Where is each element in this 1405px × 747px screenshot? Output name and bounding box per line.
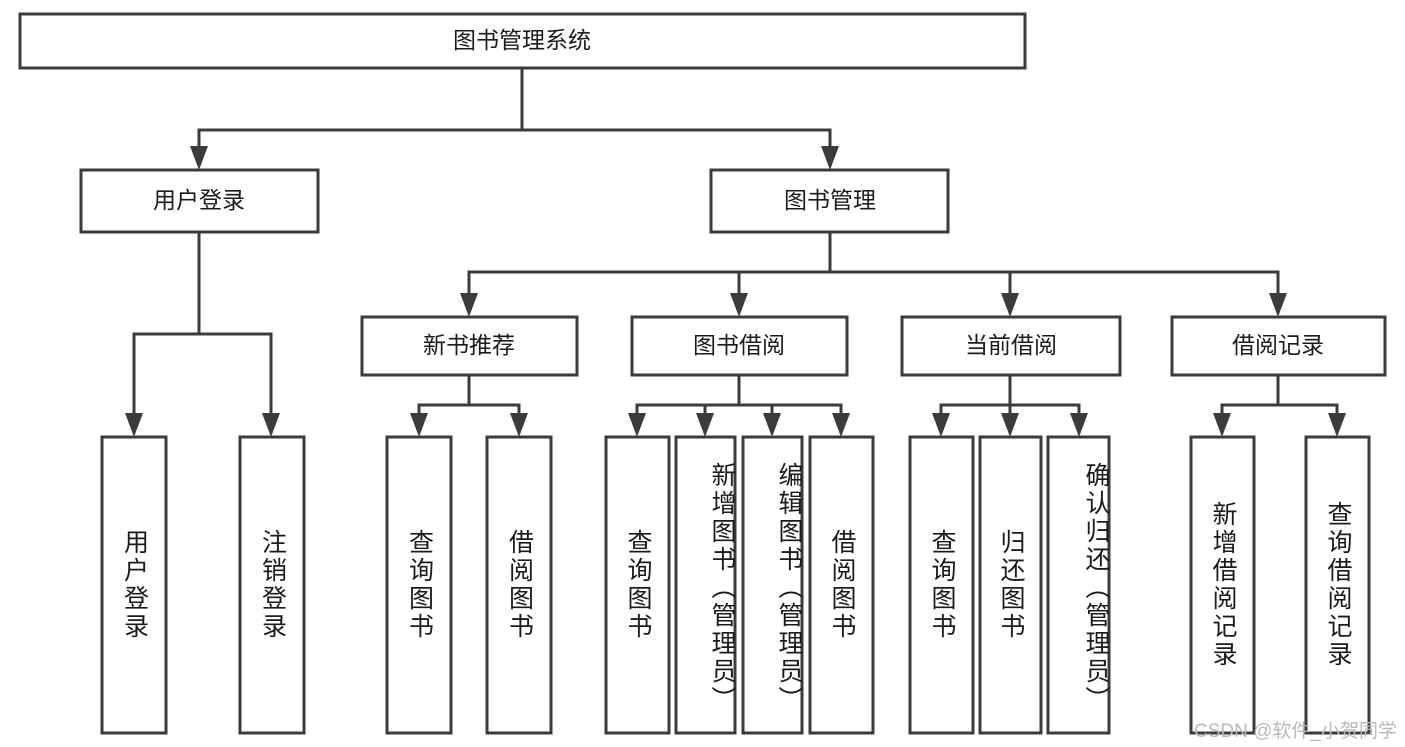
leaf-node-user-login[interactable] bbox=[100, 435, 168, 735]
leaf-node-add-borrow-record[interactable] bbox=[1189, 435, 1256, 735]
leaf-node-borrow-book-2[interactable] bbox=[808, 435, 875, 735]
connector-newbook-to-leaves bbox=[410, 373, 528, 437]
node-current-borrow-label: 当前借阅 bbox=[965, 332, 1057, 358]
leaf-node-confirm-return-admin[interactable] bbox=[1046, 435, 1111, 735]
connector-borrowrecord-to-leaves bbox=[1213, 373, 1346, 437]
connector-currentborrow-to-leaves bbox=[932, 373, 1088, 437]
leaf-node-borrow-book-1[interactable] bbox=[485, 435, 553, 735]
connector-booksmgmt-to-level3 bbox=[460, 230, 1287, 317]
leaf-node-query-book-1[interactable] bbox=[385, 435, 453, 735]
node-book-management[interactable]: 图书管理 bbox=[709, 168, 950, 234]
node-new-book-recommend[interactable]: 新书推荐 bbox=[360, 315, 579, 377]
leaf-node-query-borrow-record[interactable] bbox=[1304, 435, 1371, 735]
node-root[interactable]: 图书管理系统 bbox=[18, 12, 1027, 70]
leaf-node-edit-book-admin[interactable] bbox=[741, 435, 804, 735]
node-book-borrow[interactable]: 图书借阅 bbox=[630, 315, 849, 377]
leaf-node-query-book-3[interactable] bbox=[908, 435, 975, 735]
csdn-watermark: CSDN @软件_小贺同学 bbox=[1194, 721, 1397, 742]
leaf-node-logout[interactable] bbox=[238, 435, 306, 735]
node-root-label: 图书管理系统 bbox=[453, 27, 591, 53]
node-book-borrow-label: 图书借阅 bbox=[693, 332, 785, 358]
node-book-management-label: 图书管理 bbox=[784, 187, 876, 213]
connector-borrowbook-to-leaves bbox=[628, 373, 850, 437]
node-current-borrow[interactable]: 当前借阅 bbox=[900, 315, 1122, 377]
node-borrow-record-label: 借阅记录 bbox=[1232, 332, 1324, 358]
node-borrow-record[interactable]: 借阅记录 bbox=[1170, 315, 1387, 377]
leaf-node-query-book-2[interactable] bbox=[604, 435, 671, 735]
node-user-login[interactable]: 用户登录 bbox=[79, 168, 320, 234]
connector-userlogin-to-leaves bbox=[125, 230, 280, 437]
leaf-node-return-book[interactable] bbox=[978, 435, 1043, 735]
node-new-book-recommend-label: 新书推荐 bbox=[423, 332, 515, 358]
connector-root-to-level2 bbox=[190, 66, 839, 170]
leaf-node-add-book-admin[interactable] bbox=[674, 435, 737, 735]
node-user-login-label: 用户登录 bbox=[153, 187, 245, 213]
